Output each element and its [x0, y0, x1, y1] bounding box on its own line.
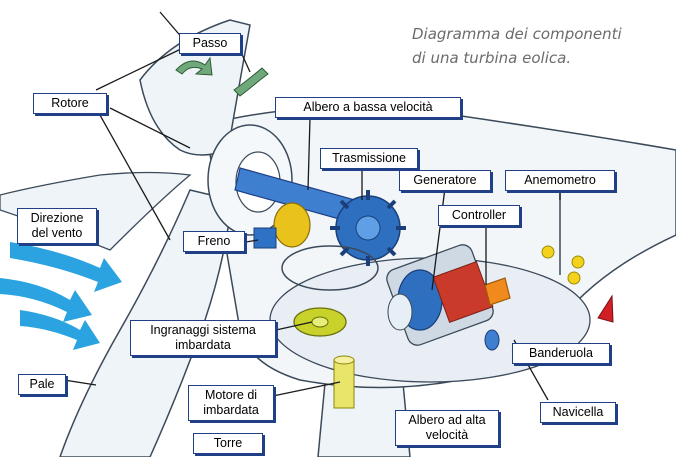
- wind-vane: [598, 296, 613, 322]
- label-direzione-line-2: del vento: [22, 226, 92, 241]
- label-direzione-line-1: Direzione: [22, 211, 92, 226]
- label-rotore: Rotore: [33, 93, 107, 114]
- brake-block: [254, 228, 276, 248]
- caption-line-1: Diagramma dei componenti: [412, 22, 674, 46]
- label-trasmissione: Trasmissione: [320, 148, 418, 169]
- label-motore-line-1: Motore di: [193, 388, 269, 403]
- brake-disc: [274, 203, 310, 247]
- label-generatore: Generatore: [399, 170, 491, 191]
- label-albero-alta-velocita: Albero ad alta velocità: [395, 410, 499, 446]
- label-controller: Controller: [438, 205, 520, 226]
- label-ingranaggi-line-1: Ingranaggi sistema: [135, 323, 271, 338]
- label-motore-line-2: imbardata: [193, 403, 269, 418]
- label-passo: Passo: [179, 33, 241, 54]
- diagram-caption: Diagramma dei componenti di una turbina …: [412, 22, 674, 70]
- caption-line-2: di una turbina eolica.: [412, 46, 674, 70]
- label-pale: Pale: [18, 374, 66, 395]
- label-albero-bassa-velocita: Albero a bassa velocità: [275, 97, 461, 118]
- label-ingranaggi-sistema-imbardata: Ingranaggi sistema imbardata: [130, 320, 276, 356]
- label-freno: Freno: [183, 231, 245, 252]
- label-albero-alta-line-2: velocità: [400, 428, 494, 443]
- label-navicella: Navicella: [540, 402, 616, 423]
- label-torre: Torre: [193, 433, 263, 454]
- label-motore-imbardata: Motore di imbardata: [188, 385, 274, 421]
- yaw-gear: [294, 308, 346, 336]
- wind-arrows: [0, 242, 122, 350]
- label-ingranaggi-line-2: imbardata: [135, 338, 271, 353]
- label-anemometro: Anemometro: [505, 170, 615, 191]
- label-banderuola: Banderuola: [512, 343, 610, 364]
- high-speed-shaft: [485, 330, 499, 350]
- label-albero-alta-line-1: Albero ad alta: [400, 413, 494, 428]
- label-direzione-vento: Direzione del vento: [17, 208, 97, 244]
